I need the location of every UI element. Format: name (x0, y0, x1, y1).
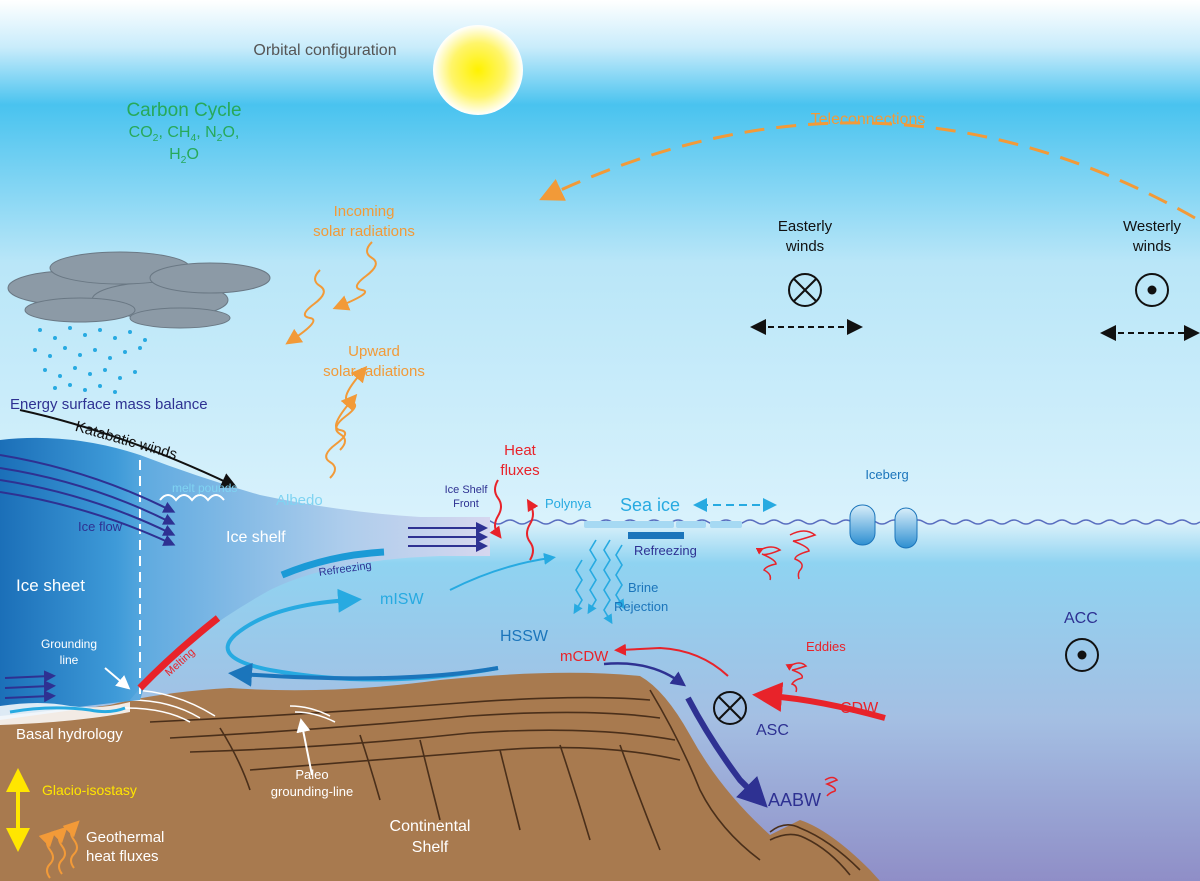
grounding-line-label-2: line (59, 653, 79, 667)
acc-label: ACC (1064, 610, 1098, 627)
aabw-arrow (685, 696, 768, 808)
paleo-grounding-line-label-1: Paleo (295, 767, 329, 782)
geothermal-heat-fluxes-label-2: heat fluxes (86, 848, 159, 865)
heat-flux-down-arrow (489, 479, 502, 539)
cdw-arrow (752, 682, 886, 721)
iceberg-1 (849, 504, 876, 546)
asc-symbol (713, 691, 747, 725)
acc-symbol (1065, 638, 1099, 672)
sea-refreezing-label: Refreezing (634, 543, 697, 558)
paleo-grounding-line-label-2: grounding-line (270, 784, 354, 799)
heat-fluxes-label-1: Heat (504, 442, 536, 459)
ice-flow-label: Ice flow (78, 519, 123, 534)
sea-ice-floes (584, 521, 742, 528)
upward-radiation-arrow-2 (335, 365, 368, 451)
basal-hydrology-label: Basal hydrology (16, 726, 123, 743)
melt-pounds-label: melt pounds (172, 481, 238, 495)
eddy-spirals (755, 530, 839, 797)
refreezing-sea-ice (628, 532, 684, 539)
precipitation-dots (33, 326, 147, 394)
carbon-cycle-gases: CO2, CH4, N2O, (128, 124, 240, 145)
geothermal-heat-fluxes-label-1: Geothermal (86, 829, 165, 846)
sea-ice-label: Sea ice (620, 495, 681, 515)
brine-rejection-arrows (573, 539, 625, 625)
katabatic-winds-arrow (19, 409, 238, 488)
ice-flow-arrows (0, 454, 176, 546)
energy-surface-mass-balance-label: Energy surface mass balance (10, 396, 208, 413)
continental-shelf (0, 672, 880, 881)
teleconnections-label: Teleconnections (810, 111, 926, 128)
incoming-radiation-arrow-2 (332, 241, 377, 311)
paleo-grounding-line-pointer (296, 718, 313, 776)
ice-shelf-front-arrows (408, 522, 488, 552)
cloud-icon (7, 251, 271, 329)
melting-band (137, 615, 221, 691)
heat-fluxes-label-2: fluxes (500, 462, 540, 479)
basal-flow-arrows (4, 670, 56, 703)
polynya-label: Polynya (545, 496, 592, 511)
westerly-winds-label-1: Westerly (1122, 218, 1182, 235)
grounding-line-label-1: Grounding (40, 637, 98, 651)
upward-radiation-label-1: Upward (348, 343, 400, 360)
mcdw-arrow (614, 643, 729, 677)
eddies-label: Eddies (806, 639, 846, 654)
hssw-label: HSSW (500, 628, 548, 645)
ice-shelf (130, 455, 490, 700)
carbon-cycle-title: Carbon Cycle (126, 100, 242, 121)
melt-pounds (159, 494, 225, 502)
ice-shelf-front-label-2: Front (453, 498, 479, 510)
brine-rejection-label-1: Brine (628, 580, 659, 595)
incoming-radiation-label-2: solar radiations (313, 223, 415, 240)
ice-sheet-label: Ice sheet (16, 576, 85, 595)
iceberg-label: Iceberg (865, 467, 909, 482)
asc-label: ASC (756, 722, 789, 739)
continental-shelf-label-2: Shelf (411, 839, 449, 856)
continental-shelf-label-1: Continental (389, 818, 471, 835)
heat-flux-up-arrow (526, 498, 539, 561)
orbital-configuration-label: Orbital configuration (253, 42, 397, 59)
glacio-isostasy-label: Glacio-isostasy (42, 782, 137, 798)
easterly-winds-label-1: Easterly (777, 218, 833, 235)
carbon-cycle-water: H2O (169, 146, 199, 167)
ice-shelf-front-label-1: Ice Shelf (444, 484, 488, 496)
ice-shelf-label: Ice shelf (226, 529, 286, 546)
aabw-label: AABW (768, 790, 822, 810)
misw-outflow-arrow (449, 552, 556, 591)
westerly-wind-symbol (1135, 273, 1169, 307)
sun-icon (433, 25, 523, 115)
incoming-radiation-label-1: Incoming (333, 203, 395, 220)
easterly-winds-label-2: winds (785, 238, 825, 255)
refreezing-band (280, 548, 385, 579)
shelf-current-arrow (603, 662, 687, 687)
geothermal-heat-arrows (38, 820, 80, 879)
misw-label: mISW (380, 591, 424, 608)
grounding-line-pointer (104, 667, 131, 690)
easterly-wind-symbol (788, 273, 822, 307)
incoming-radiation-arrow-1 (285, 269, 325, 345)
hssw-return-arrow (228, 662, 499, 687)
iceberg-2 (894, 507, 918, 549)
cdw-label: CDW (840, 700, 879, 717)
teleconnections-arrow (539, 121, 1196, 220)
brine-rejection-label-2: Rejection (614, 599, 669, 614)
mcdw-label: mCDW (560, 648, 609, 665)
upward-radiation-label-2: solar radiations (323, 363, 425, 380)
sediment-layers (149, 689, 861, 876)
albedo-label: Albedo (276, 492, 323, 509)
westerly-winds-label-2: winds (1132, 238, 1172, 255)
sky-background (0, 0, 1200, 525)
